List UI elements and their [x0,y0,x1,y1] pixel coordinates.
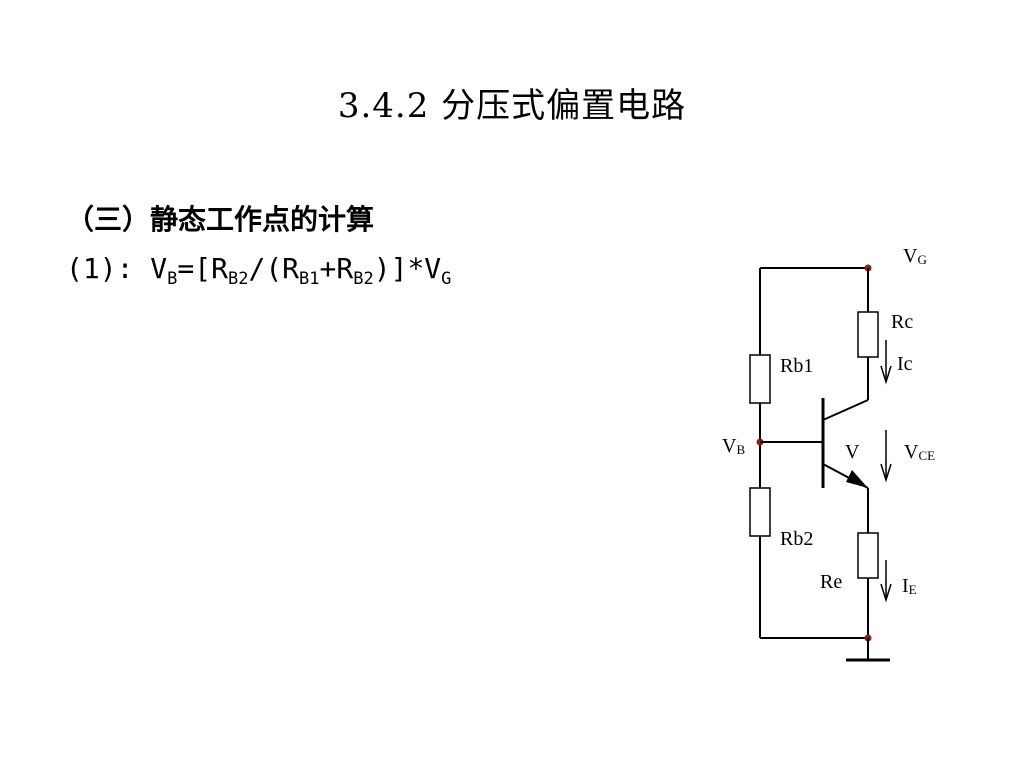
transistor-label: V [845,441,860,463]
formula-sub: B1 [299,269,320,289]
re-label: Re [820,571,842,593]
formula-vb: (1): VB=[RB2/(RB1+RB2)]*VG [66,252,451,289]
rb2-resistor [749,487,771,537]
voltage-divider-bias-circuit: VG Rc Ic Rb1 VB V VCE Rb2 Re IE [722,245,935,662]
rb2-label: Rb2 [780,528,813,550]
re-resistor [857,532,879,579]
formula-part: (1): V [66,252,168,285]
rc-label: Rc [891,311,913,333]
formula-sub: G [441,269,452,289]
ie-arrow-head [880,583,892,603]
ic-arrow-head [880,365,892,385]
formula-sub: B [167,269,178,289]
formula-part: )]*V [373,252,442,285]
rb1-resistor [749,354,771,404]
formula-sub: B2 [353,269,374,289]
emitter-arrow [846,470,868,488]
formula-sub: B2 [227,269,249,289]
section-heading: （三）静态工作点的计算 [66,203,375,236]
vb-label: VB [722,435,745,457]
transistor-collector [822,399,869,421]
vce-label: VCE [904,441,935,463]
ic-label: Ic [897,353,913,375]
slide-title: 3.4.2 分压式偏置电路 [337,86,687,126]
vg-label: VG [903,245,927,267]
formula-part: +R [319,252,354,285]
rb1-label: Rb1 [780,355,813,377]
vce-arrow-head [880,463,892,483]
rc-resistor [857,311,879,358]
ie-label: IE [902,575,917,597]
formula-part: =[R [177,252,228,285]
formula-part: /(R [248,252,300,285]
